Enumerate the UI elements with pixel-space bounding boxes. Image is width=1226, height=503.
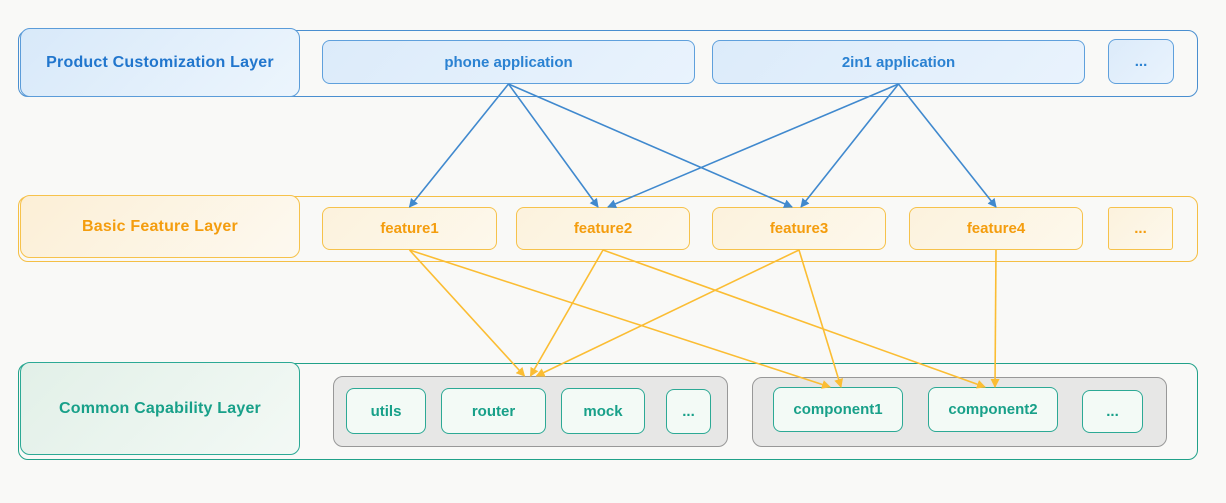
node-component1: component1	[773, 387, 903, 432]
edge-phone_app-to-feature1	[408, 83, 510, 208]
edge-feature2-to-utils_group	[529, 249, 604, 377]
edge-phone_app-to-feature2	[507, 83, 599, 208]
capability-layer-label: Common Capability Layer	[20, 362, 300, 455]
node-feature4: feature4	[909, 207, 1083, 250]
feature-layer-label: Basic Feature Layer	[20, 195, 300, 258]
product-layer-label: Product Customization Layer	[20, 28, 300, 97]
node-2in1-application: 2in1 application	[712, 40, 1085, 84]
node-feature3: feature3	[712, 207, 886, 250]
node-router: router	[441, 388, 546, 434]
node-more-components: ...	[1082, 390, 1143, 433]
node-phone-application: phone application	[322, 40, 695, 84]
node-utils: utils	[346, 388, 426, 434]
edge-app_2in1-to-feature2	[607, 83, 899, 209]
edge-feature1-to-utils_group	[408, 249, 526, 377]
edge-app_2in1-to-feature4	[897, 83, 997, 208]
edge-feature3-to-utils_group	[535, 249, 800, 377]
node-feature2: feature2	[516, 207, 690, 250]
node-component2: component2	[928, 387, 1058, 432]
node-more-utils: ...	[666, 389, 711, 434]
edge-app_2in1-to-feature3	[800, 83, 900, 208]
node-more-features: ...	[1108, 207, 1173, 250]
node-mock: mock	[561, 388, 645, 434]
node-more-applications: ...	[1108, 39, 1174, 84]
node-feature1: feature1	[322, 207, 497, 250]
edge-phone_app-to-feature3	[508, 83, 793, 208]
